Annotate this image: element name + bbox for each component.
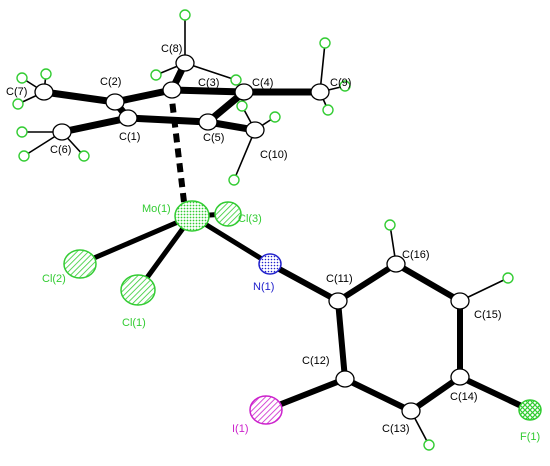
label-c11: C(11) xyxy=(326,273,353,285)
atom-c10 xyxy=(245,121,265,139)
label-c13: C(13) xyxy=(382,423,410,435)
label-i1: I(1) xyxy=(232,423,249,435)
atom-i1 xyxy=(249,395,283,425)
heteroatoms xyxy=(63,200,542,425)
label-c7: C(7) xyxy=(6,86,27,98)
label-n1: N(1) xyxy=(253,281,274,293)
atom-c8 xyxy=(175,54,195,72)
atom-n1 xyxy=(258,253,282,275)
atom-c16 xyxy=(386,255,406,273)
label-c15: C(15) xyxy=(474,309,502,321)
label-c4: C(4) xyxy=(252,77,273,89)
label-c16: C(16) xyxy=(402,249,430,261)
atom-cl1 xyxy=(120,274,156,306)
label-cl2: Cl(2) xyxy=(42,273,66,285)
atom-c5 xyxy=(198,113,218,131)
label-c12: C(12) xyxy=(302,355,330,367)
atom-c12 xyxy=(335,370,355,388)
atom-c13 xyxy=(401,402,421,420)
atom-labels: C(1) C(2) C(3) C(4) C(5) C(6) C(7) C(8) … xyxy=(6,43,540,443)
label-c9: C(9) xyxy=(330,77,351,89)
atom-c9 xyxy=(310,83,330,101)
label-c3: C(3) xyxy=(198,77,219,89)
label-c1: C(1) xyxy=(119,131,140,143)
atom-c4 xyxy=(234,83,254,101)
atom-c7 xyxy=(34,83,54,101)
atom-c6 xyxy=(52,123,72,141)
carbon-atoms xyxy=(34,54,470,420)
centroid-bond xyxy=(169,99,187,203)
label-c14: C(14) xyxy=(450,391,478,403)
atom-cl3 xyxy=(214,201,242,227)
atom-c2 xyxy=(105,93,125,111)
hydrogen-atoms xyxy=(12,9,514,451)
label-f1: F(1) xyxy=(520,431,540,443)
atom-f1 xyxy=(518,399,542,421)
label-c5: C(5) xyxy=(203,132,224,144)
label-cl3: Cl(3) xyxy=(238,213,262,225)
heavy-bonds xyxy=(40,59,533,414)
label-cl1: Cl(1) xyxy=(122,317,146,329)
atom-mo1 xyxy=(174,200,210,232)
label-c2: C(2) xyxy=(100,76,121,88)
label-c6: C(6) xyxy=(50,144,71,156)
label-c8: C(8) xyxy=(161,43,182,55)
atom-c15 xyxy=(450,292,470,310)
atom-c3 xyxy=(162,81,182,99)
atom-c11 xyxy=(328,292,348,310)
label-c10: C(10) xyxy=(260,149,288,161)
atom-c1 xyxy=(118,109,138,127)
atom-cl2 xyxy=(63,249,97,279)
label-mo1: Mo(1) xyxy=(142,203,171,215)
atom-c14 xyxy=(450,368,470,386)
